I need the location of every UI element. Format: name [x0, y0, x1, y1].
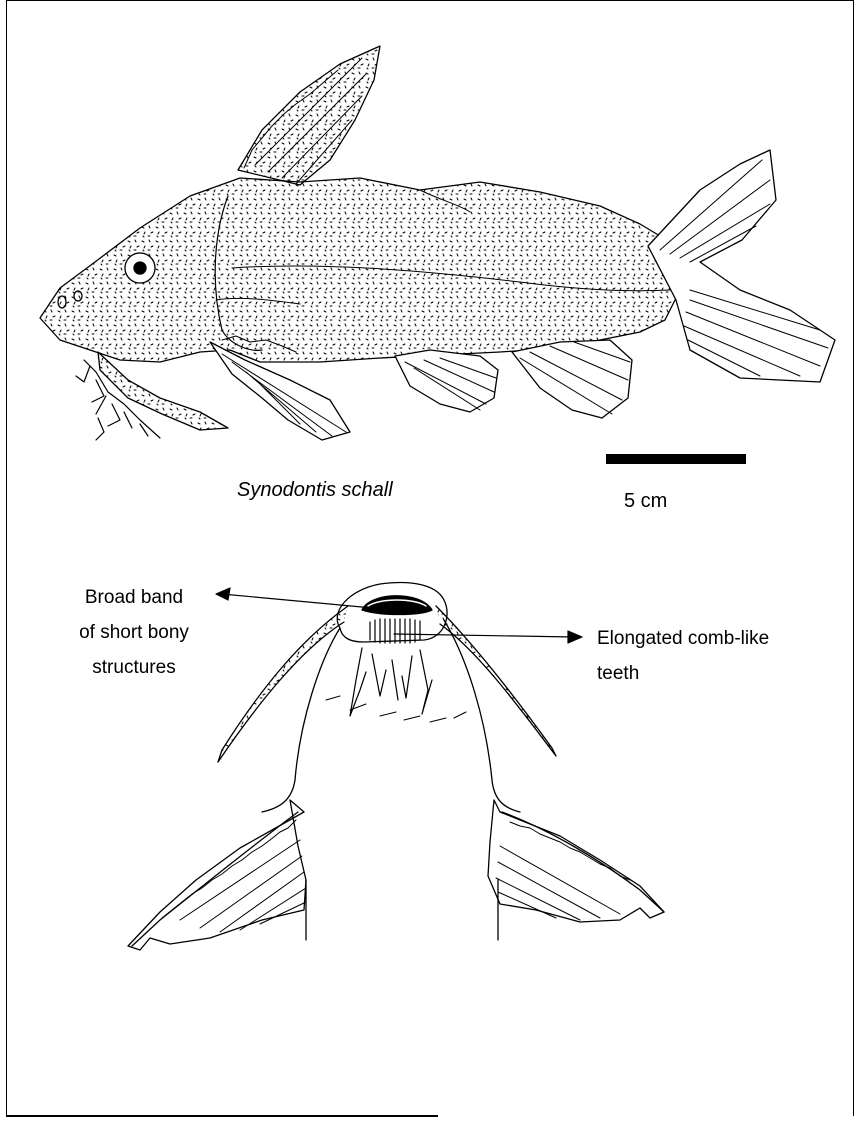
label-tooth-band-line3: structures — [34, 650, 234, 685]
scale-bar-label: 5 cm — [624, 484, 667, 519]
label-tooth-band-line2: of short bony — [34, 615, 234, 650]
dorsal-fin — [238, 46, 380, 185]
label-comb-teeth-line1: Elongated comb-like — [597, 621, 847, 656]
left-maxillary-barbel — [218, 606, 348, 762]
species-name: Synodontis schall — [237, 473, 393, 508]
right-pectoral-fin — [488, 800, 664, 922]
fish-lateral-view — [40, 46, 835, 440]
label-comb-teeth: Elongated comb-like teeth — [597, 621, 847, 691]
caudal-fin — [648, 150, 835, 382]
label-tooth-band-line1: Broad band — [34, 580, 234, 615]
maxillary-barbel — [98, 352, 228, 430]
right-maxillary-barbel — [436, 606, 556, 756]
scale-bar — [606, 454, 746, 464]
label-tooth-band: Broad band of short bony structures — [34, 580, 234, 685]
label-comb-teeth-line2: teeth — [597, 656, 847, 691]
